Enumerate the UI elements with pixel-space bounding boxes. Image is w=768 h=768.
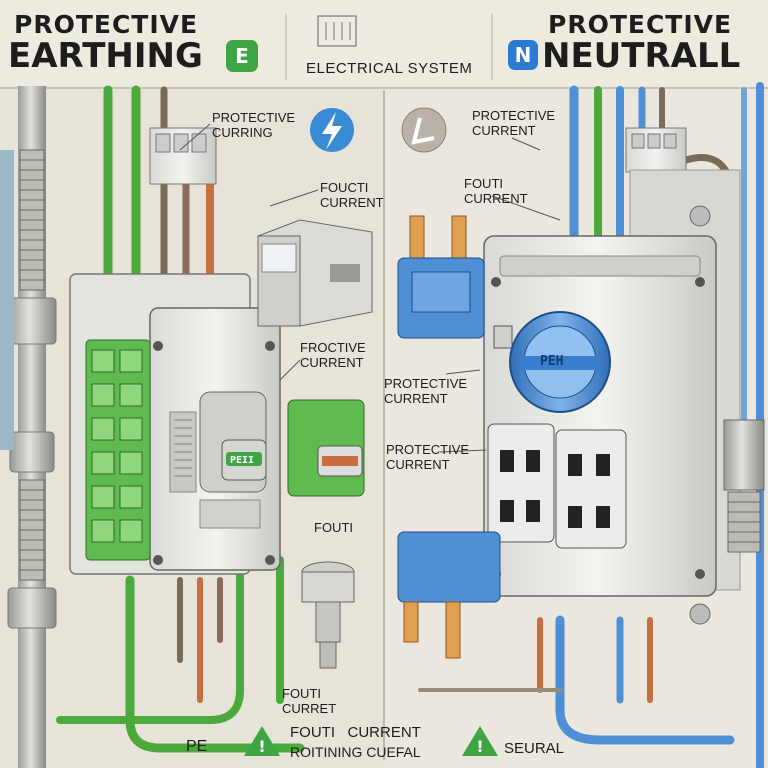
right-title-line2: NEUTRALL	[542, 36, 741, 76]
label-fouti-plug: FOUTI	[314, 520, 353, 535]
label-fouti-current-left: FOUCTI CURRENT	[320, 180, 384, 210]
legend-fouti-current: FOUTI CURRENT	[290, 724, 421, 741]
label-protective-curring: PROTECTIVE CURRING	[212, 110, 296, 140]
right-title-line1: PROTECTIVE	[548, 10, 733, 39]
center-subtitle: ELECTRICAL SYSTEM	[306, 60, 473, 77]
right-conduit-fitting	[723, 419, 765, 553]
left-title-line1: PROTECTIVE	[14, 10, 199, 39]
breaker-label: PEH	[540, 354, 564, 369]
label-fouti-current-bottom: FOUTI CURRET	[282, 686, 337, 716]
green-terminal-strip	[85, 339, 151, 561]
blue-rotary-switch	[509, 311, 611, 413]
left-corrugated-pipe	[19, 149, 45, 581]
label-protective-current-mid: PROTECTIVE CURRENT	[384, 376, 468, 406]
lightning-bolt-icon	[310, 108, 354, 152]
blue-plug-top	[397, 215, 485, 339]
label-protective-current-low: PROTECTIVE CURRENT	[386, 442, 470, 472]
legend-seural: SEURAL	[504, 740, 565, 757]
label-fouti-current-right: FOUTI CURRENT	[464, 176, 528, 206]
left-terminal-block	[149, 127, 217, 185]
left-wires	[56, 85, 305, 753]
left-relay-module	[257, 219, 373, 327]
legend-pe: PE	[186, 738, 208, 755]
blue-plug-bottom	[397, 531, 501, 659]
left-earth-plug	[301, 561, 355, 669]
neutral-badge: N	[508, 40, 538, 70]
svg-text:!: !	[476, 737, 483, 756]
right-outlet-right	[555, 429, 627, 549]
left-breaker-display: PEII	[230, 455, 255, 466]
warning-triangle-icon: !	[462, 726, 498, 756]
relay-icon	[317, 15, 357, 47]
label-fructive-current: FROCTIVE CURRENT	[300, 340, 366, 370]
left-green-rcd	[287, 399, 365, 497]
leader-lines	[179, 123, 561, 453]
legend-roitining: ROITINING CUEFAL	[290, 744, 421, 760]
label-protective-current-top: PROTECTIVE CURRENT	[472, 108, 556, 138]
svg-text:!: !	[258, 737, 265, 756]
left-title-line2: EARTHING	[8, 36, 203, 76]
right-top-terminals	[625, 127, 687, 173]
earth-badge: E	[226, 40, 258, 72]
right-outlet-left	[487, 423, 555, 543]
left-spring-pipe	[0, 150, 14, 450]
warning-triangle-icon: !	[244, 726, 280, 756]
right-lightning-icon	[401, 107, 447, 153]
